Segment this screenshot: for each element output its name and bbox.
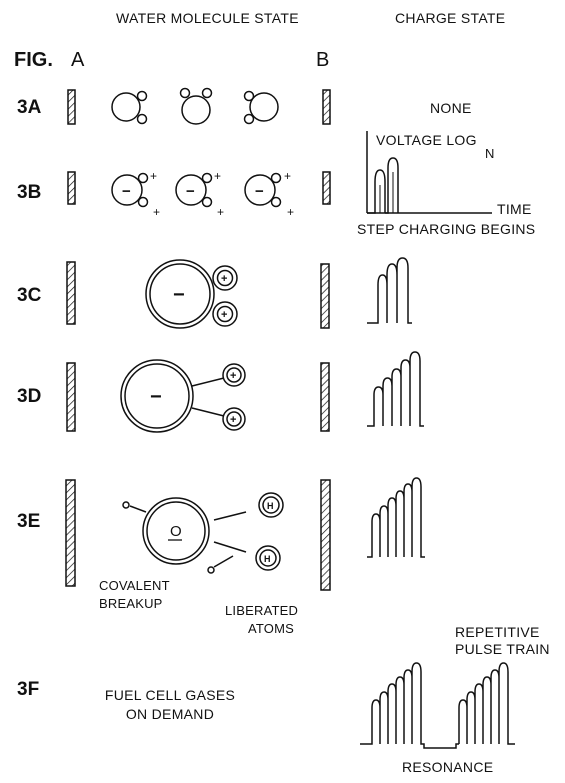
step-charging-caption: STEP CHARGING BEGINS	[357, 221, 536, 237]
bond-3d-lower	[191, 407, 225, 417]
plus-sign-3c-upper: +	[221, 273, 227, 285]
atoms-label: ATOMS	[248, 621, 295, 636]
plus-sign-3b-3a: +	[284, 169, 291, 183]
plus-sign-3b-1a: +	[150, 169, 157, 183]
electron-3e-lower	[207, 555, 234, 574]
plus-sign-3d-upper: +	[230, 370, 236, 382]
plus-sign-3b-2a: +	[214, 169, 221, 183]
plate-a-label: A	[71, 49, 85, 71]
oxygen-symbol-3e: O	[170, 523, 182, 540]
plate-a-3c	[66, 261, 76, 325]
hydrogen-ion-3c-upper	[212, 265, 238, 291]
plus-sign-3d-lower: +	[230, 414, 236, 426]
row-label-3a: 3A	[17, 97, 42, 118]
pulse-train-3f	[360, 662, 515, 749]
plus-sign-3c-lower: +	[221, 309, 227, 321]
water-molecule-3a-2	[179, 87, 213, 125]
plate-b-label: B	[316, 49, 330, 71]
row-label-3f: 3F	[17, 679, 40, 700]
pulse-train-3c	[367, 257, 412, 324]
pulse-train-label: PULSE TRAIN	[455, 641, 550, 657]
polarized-molecule-3b-3	[244, 172, 282, 208]
hydrogen-symbol-3e-upper: H	[267, 501, 274, 511]
pulse-train-3b	[367, 157, 399, 214]
minus-sign-3b-3: −	[255, 183, 264, 200]
minus-sign-3b-2: −	[186, 183, 195, 200]
breakup-label: BREAKUP	[99, 596, 163, 611]
release-line-3e-upper	[213, 511, 247, 521]
charge-none-label: NONE	[430, 100, 472, 116]
plus-sign-3b-1b: +	[153, 205, 160, 219]
plate-b-3e	[320, 479, 331, 591]
water-molecule-state-header: WATER MOLECULE STATE	[116, 10, 299, 26]
plate-a-3d	[66, 362, 76, 432]
plate-a-3e	[65, 479, 76, 587]
fig-label: FIG.	[14, 49, 53, 71]
voltage-log-n-label: N	[485, 146, 495, 161]
voltage-log-label: VOLTAGE LOG	[376, 132, 477, 148]
release-line-3e-lower	[213, 541, 247, 553]
minus-sign-3b-1: −	[122, 183, 131, 200]
hydrogen-atom-3e-upper	[258, 492, 284, 518]
plate-b-3a	[322, 89, 331, 125]
hydrogen-ion-3d-lower	[222, 407, 246, 431]
water-molecule-3a-3	[243, 90, 279, 125]
charge-state-header: CHARGE STATE	[395, 10, 506, 26]
plate-b-3d	[320, 362, 330, 432]
hydrogen-ion-3d-upper	[222, 363, 246, 387]
pulse-train-3d	[367, 351, 424, 427]
plate-a-3b	[67, 171, 76, 205]
repetitive-label: REPETITIVE	[455, 624, 540, 640]
minus-sign-3d: −	[150, 386, 162, 408]
covalent-label: COVALENT	[99, 578, 170, 593]
oxygen-atom-3e	[142, 497, 210, 565]
molecule-symbols: − − − + + + + + + − + + − + + O H H	[122, 169, 294, 564]
pulse-train-3e	[367, 477, 425, 558]
time-axis-label: TIME	[497, 201, 532, 217]
fuel-cell-gases-label: FUEL CELL GASES	[104, 687, 236, 703]
row-label-3d: 3D	[17, 386, 42, 407]
plate-a-3a	[67, 89, 76, 125]
plus-sign-3b-2b: +	[217, 205, 224, 219]
plus-sign-3b-3b: +	[287, 205, 294, 219]
hydrogen-atom-3e-lower	[255, 545, 281, 571]
liberated-label: LIBERATED	[225, 603, 299, 618]
plate-b-3c	[320, 263, 330, 329]
oxygen-ion-3d	[120, 359, 194, 433]
resonance-label: RESONANCE	[402, 759, 494, 775]
row-label-3b: 3B	[17, 182, 42, 203]
electron-3e-upper	[122, 501, 147, 513]
plate-b-3b	[322, 171, 331, 205]
bond-3d-upper	[191, 377, 225, 387]
minus-sign-3c: −	[173, 284, 185, 306]
water-molecule-3a-1	[111, 90, 148, 125]
hydrogen-ion-3c-lower	[212, 301, 238, 327]
row-label-3e: 3E	[17, 511, 41, 532]
on-demand-label: ON DEMAND	[125, 706, 215, 722]
polarized-molecule-3b-2	[175, 172, 213, 208]
hydrogen-symbol-3e-lower: H	[264, 554, 271, 564]
polarized-molecule-3b-1	[111, 172, 149, 208]
oxygen-ion-3c	[145, 259, 215, 329]
row-label-3c: 3C	[17, 285, 42, 306]
